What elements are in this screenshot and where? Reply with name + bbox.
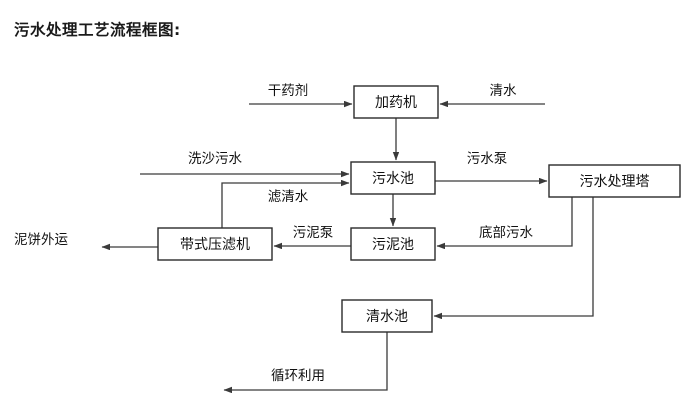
node-label-dosing-machine: 加药机	[375, 95, 417, 111]
edge-dry-chemical: 干药剂	[249, 83, 353, 108]
edge-label-bottom-sewage: 底部污水	[479, 225, 533, 241]
node-label-sewage-treatment-tower: 污水处理塔	[580, 174, 650, 190]
node-label-sludge-pool: 污泥池	[372, 237, 414, 253]
edge-clean-water-in: 清水	[439, 83, 545, 108]
node-label-clear-water-pool: 清水池	[366, 309, 408, 325]
edge-label-recycle-use: 循环利用	[271, 368, 325, 384]
edge-sand-wash-sewage: 洗沙污水	[140, 151, 350, 178]
node-dosing-machine[interactable]: 加药机	[353, 85, 439, 119]
edge-label-sludge-pump: 污泥泵	[293, 225, 334, 241]
node-clear-water-pool[interactable]: 清水池	[341, 299, 433, 333]
edge-sludge-pump: 污泥泵	[273, 225, 351, 250]
node-sewage-pool[interactable]: 污水池	[350, 161, 436, 195]
edge-filtrate-return: 滤清水	[221, 179, 350, 228]
edge-recycle-use: 循环利用	[223, 332, 388, 394]
edge-label-sand-wash-sewage: 洗沙污水	[188, 151, 242, 167]
edge-tower-to-clear-pool	[433, 197, 594, 320]
edge-label-filtrate: 滤清水	[268, 189, 309, 205]
node-belt-filter-press[interactable]: 带式压滤机	[157, 227, 273, 261]
edge-bottom-sewage: 底部污水	[436, 197, 573, 250]
edge-mud-cake-out: 泥饼外运	[14, 232, 158, 251]
edge-label-sewage-pump: 污水泵	[467, 151, 508, 167]
node-label-sewage-pool: 污水池	[372, 171, 414, 187]
edge-label-mud-cake-out: 泥饼外运	[14, 232, 68, 248]
edge-sewage-pump: 污水泵	[435, 151, 548, 185]
page-title: 污水处理工艺流程框图:	[14, 21, 181, 39]
edge-label-dry-chemical: 干药剂	[268, 83, 309, 99]
edge-label-clean-water: 清水	[490, 83, 518, 99]
node-sludge-pool[interactable]: 污泥池	[350, 227, 436, 261]
node-sewage-treatment-tower[interactable]: 污水处理塔	[548, 164, 681, 198]
node-label-belt-filter-press: 带式压滤机	[180, 237, 250, 253]
